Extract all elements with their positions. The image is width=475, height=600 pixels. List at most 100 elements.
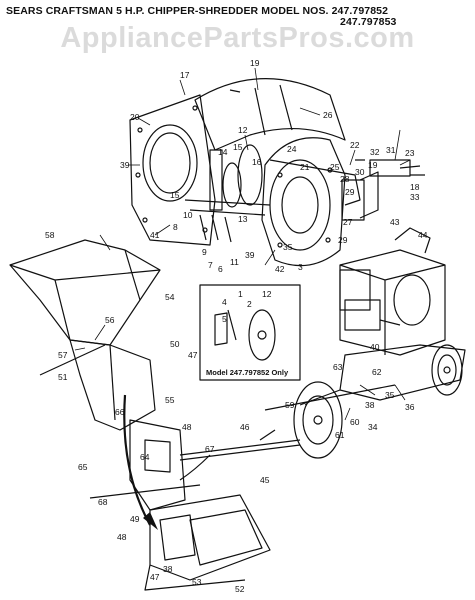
wheel-left: [293, 381, 343, 459]
part-number-44: 44: [418, 230, 428, 240]
part-number-45: 45: [260, 475, 270, 485]
part-number-41: 41: [150, 230, 160, 240]
part-number-14: 14: [218, 147, 228, 157]
part-number-68: 68: [98, 497, 108, 507]
part-number-29: 29: [345, 187, 355, 197]
part-number-52: 52: [235, 584, 245, 594]
part-number-21: 21: [300, 162, 310, 172]
part-number-19b: 19: [368, 160, 378, 170]
part-number-48: 48: [182, 422, 192, 432]
part-number-54: 54: [165, 292, 175, 302]
part-number-47: 47: [188, 350, 198, 360]
part-number-57: 57: [58, 350, 68, 360]
discharge-chute: [144, 494, 271, 591]
part-number-36: 36: [405, 402, 415, 412]
part-number-19: 19: [250, 58, 260, 68]
rotor-assembly: [184, 144, 271, 243]
part-number-10: 10: [183, 210, 193, 220]
diagram-title: SEARS CRAFTSMAN 5 H.P. CHIPPER-SHREDDER …: [6, 5, 389, 17]
part-number-58: 58: [45, 230, 55, 240]
part-number-29b: 29: [338, 235, 348, 245]
part-number-32: 32: [370, 147, 380, 157]
part-number-2: 2: [247, 299, 252, 309]
part-number-53: 53: [192, 577, 202, 587]
leader-lines: [74, 67, 411, 421]
part-number-40: 40: [370, 342, 380, 352]
part-number-50: 50: [170, 339, 180, 349]
flow-arrow: [123, 394, 151, 526]
part-number-22: 22: [350, 140, 360, 150]
part-number-labels: 17 19 20 26 12 14 15 16 24 21 25 22 32 3…: [45, 58, 428, 594]
part-number-55: 55: [165, 395, 175, 405]
part-number-24: 24: [287, 144, 297, 154]
part-number-18: 18: [410, 182, 420, 192]
part-number-46: 46: [240, 422, 250, 432]
part-number-23: 23: [405, 148, 415, 158]
part-number-43: 43: [390, 217, 400, 227]
part-number-31: 31: [386, 145, 396, 155]
part-number-25: 25: [330, 162, 340, 172]
part-number-28: 28: [340, 174, 350, 184]
part-number-15: 15: [233, 142, 243, 152]
part-number-20: 20: [130, 112, 140, 122]
part-number-3: 3: [298, 262, 303, 272]
part-number-12: 12: [238, 125, 248, 135]
part-number-30: 30: [355, 167, 365, 177]
bearing-bracket: [341, 159, 425, 221]
part-number-27: 27: [343, 217, 353, 227]
part-number-49: 49: [130, 514, 140, 524]
part-number-66: 66: [115, 407, 125, 417]
rotor-housing-plate: [129, 94, 216, 246]
part-number-67: 67: [205, 444, 215, 454]
part-number-8: 8: [173, 222, 178, 232]
part-number-63: 63: [333, 362, 343, 372]
part-number-39b: 39: [245, 250, 255, 260]
part-number-39: 39: [120, 160, 130, 170]
part-number-9: 9: [202, 247, 207, 257]
inset-model-label: Model 247.797852 Only: [206, 368, 289, 377]
part-number-35: 35: [283, 242, 293, 252]
part-number-5: 5: [222, 314, 227, 324]
engine: [339, 227, 446, 356]
top-cover: [194, 78, 346, 151]
deflector-rod: [179, 429, 301, 481]
part-number-65: 65: [78, 462, 88, 472]
part-number-11: 11: [230, 257, 239, 267]
part-number-1: 1: [238, 289, 243, 299]
part-number-51: 51: [58, 372, 68, 382]
part-number-4: 4: [222, 297, 227, 307]
part-number-16: 16: [252, 157, 262, 167]
part-number-12b: 12: [262, 289, 272, 299]
flow-arrow-head: [143, 512, 158, 530]
part-number-34: 34: [368, 422, 378, 432]
right-side-housing: [261, 137, 361, 267]
part-number-48b: 48: [117, 532, 127, 542]
part-number-61: 61: [335, 430, 345, 440]
part-number-6: 6: [218, 264, 223, 274]
wheel-right: [431, 344, 463, 396]
diagram-title-model-2: 247.797853: [340, 16, 397, 28]
part-number-38: 38: [365, 400, 375, 410]
frame-axle: [264, 344, 466, 411]
long-bolts: [39, 344, 201, 499]
chute-assembly: [69, 339, 186, 511]
part-number-13: 13: [238, 214, 248, 224]
hopper: [9, 239, 161, 346]
part-number-59: 59: [285, 400, 295, 410]
part-number-35b: 35: [385, 390, 395, 400]
part-number-62: 62: [372, 367, 382, 377]
part-number-42: 42: [275, 264, 285, 274]
part-number-64: 64: [140, 452, 150, 462]
part-number-60: 60: [350, 417, 360, 427]
part-number-47b: 47: [150, 572, 160, 582]
part-number-17: 17: [180, 70, 190, 80]
part-number-33: 33: [410, 192, 420, 202]
part-number-15b: 15: [170, 190, 180, 200]
part-number-7: 7: [208, 260, 213, 270]
part-number-38b: 38: [163, 564, 173, 574]
part-number-56: 56: [105, 315, 115, 325]
part-number-26: 26: [323, 110, 333, 120]
inset-box: [199, 284, 301, 381]
